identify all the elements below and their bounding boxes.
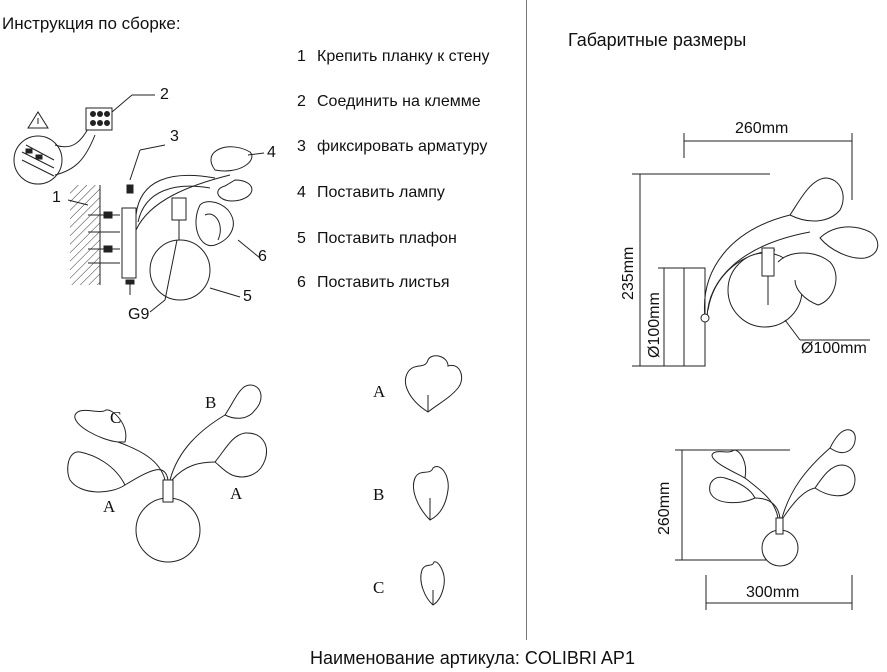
step-3: 3 фиксировать арматуру (297, 138, 487, 156)
dim-width-side: 260mm (735, 120, 789, 137)
dim-shade-diameter: Ø100mm (801, 340, 867, 357)
step-1: 1 Крепить планку к стену (297, 48, 490, 66)
step-6: 6 Поставить листья (297, 274, 450, 292)
callout-1: 1 (52, 189, 61, 206)
step-number: 1 (297, 48, 306, 65)
step-text: Поставить плафон (317, 230, 457, 247)
leaf-layout-drawing (67, 384, 267, 563)
callout-5: 5 (243, 288, 252, 305)
side-dimension-drawing (632, 133, 879, 367)
dim-front-width: 300mm (746, 584, 800, 601)
assembly-drawing (13, 94, 265, 313)
step-number: 2 (297, 93, 306, 110)
step-text: фиксировать арматуру (317, 138, 488, 155)
step-number: 6 (297, 274, 306, 291)
leaf-types-drawing (405, 355, 463, 606)
leaf-type-c: C (373, 578, 385, 597)
wall-plate (121, 207, 137, 279)
article-name: Наименование артикула: COLIBRI AP1 (310, 648, 635, 668)
dim-base-diameter: Ø100mm (646, 292, 663, 358)
step-2: 2 Соединить на клемме (297, 93, 481, 111)
leaf-label-b: B (205, 393, 217, 412)
leaf-label-a-right: A (230, 484, 243, 503)
dim-front-height: 260mm (656, 481, 673, 535)
step-text: Соединить на клемме (317, 93, 481, 110)
dim-height: 235mm (620, 246, 637, 300)
step-4: 4 Поставить лампу (297, 184, 445, 202)
assembly-title: Инструкция по сборке: (2, 14, 181, 33)
leaf-type-b: B (373, 485, 385, 504)
step-text: Поставить лампу (317, 184, 445, 201)
leaf-label-c: C (110, 408, 122, 427)
front-dimension-drawing (675, 429, 856, 610)
callout-bulb: G9 (128, 306, 150, 323)
dimensions-title: Габаритные размеры (568, 30, 747, 50)
callout-3: 3 (170, 128, 179, 145)
leaf-label-a-left: A (103, 497, 116, 516)
callout-2: 2 (160, 86, 169, 103)
wall-hatch (70, 185, 100, 285)
step-text: Крепить планку к стену (317, 48, 490, 65)
leaf-type-a: A (373, 382, 386, 401)
step-text: Поставить листья (317, 274, 450, 291)
callout-4: 4 (267, 144, 276, 161)
step-number: 4 (297, 184, 306, 201)
step-number: 3 (297, 138, 306, 155)
callout-6: 6 (258, 248, 267, 265)
step-5: 5 Поставить плафон (297, 230, 457, 248)
globe (149, 239, 211, 301)
step-number: 5 (297, 230, 306, 247)
section-divider (526, 0, 527, 640)
